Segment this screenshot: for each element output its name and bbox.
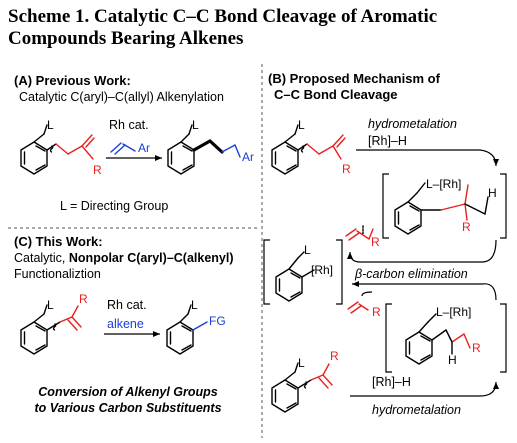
scheme-title: Scheme 1. Catalytic C–C Bond Cleavage of… <box>8 6 508 50</box>
panel-a-reagent-ar: Ar <box>138 141 150 155</box>
panel-a-reactant-l: L <box>47 118 54 132</box>
panel-b-intermediate-2: L–[Rh] H R <box>385 303 507 373</box>
panel-b-heading-2: C–C Bond Cleavage <box>274 87 398 102</box>
panel-a-reagent: Rh cat. <box>109 118 149 132</box>
panel-c-line-2-prefix: Catalytic, <box>14 251 69 265</box>
panel-b-hook-arrow <box>361 291 373 297</box>
panel-a-product: L Ar <box>167 118 254 175</box>
panel-b-top-label: hydrometalation <box>368 117 457 131</box>
panel-c-reactant-r: R <box>79 292 88 306</box>
panel-a-note: L = Directing Group <box>60 199 168 213</box>
panel-c-product: L FG <box>166 298 226 355</box>
panel-a-heading: (A) Previous Work: <box>14 73 131 88</box>
panel-b-heading-1: (B) Proposed Mechanism of <box>268 71 441 86</box>
panel-a-reactant-r: R <box>93 163 102 177</box>
panel-a-reactant: L R <box>20 118 102 177</box>
panel-b-int1-lrh: L–[Rh] <box>426 177 461 191</box>
panel-c-reagent-alkene: alkene <box>107 317 144 331</box>
panel-b-top-arrow <box>356 149 499 167</box>
panel-b-released-alkene-1: R <box>345 225 380 249</box>
panel-a-product-ar: Ar <box>242 150 254 164</box>
panel-b-int2-lrh: L–[Rh] <box>436 305 471 319</box>
panel-b-int2-r: R <box>472 341 481 355</box>
panel-b-released-r-2: R <box>372 305 381 319</box>
panel-c-footer-1: Conversion of Alkenyl Groups <box>38 385 217 399</box>
panel-c-reactant: L R <box>20 292 88 355</box>
panel-b-complex-rh: [Rh] <box>311 263 333 277</box>
panel-b-int2-h: H <box>448 353 457 367</box>
panel-c-line-2-bold: Nonpolar C(aryl)–C(alkenyl) <box>69 251 234 265</box>
panel-c-product-fg: FG <box>209 314 226 328</box>
panel-a-product-l: L <box>192 118 199 132</box>
panel-b-beta-elim-arrow <box>352 281 497 301</box>
panel-b-bottom-label: hydrometalation <box>372 403 461 417</box>
scheme-title-line-1: Scheme 1. Catalytic C–C Bond Cleavage of… <box>8 6 438 27</box>
panel-b-start-compound: L R <box>271 118 351 176</box>
panel-b-top-reagent: [Rh]–H <box>368 134 407 148</box>
panel-b-int1-h: H <box>488 186 497 200</box>
panel-c-heading: (C) This Work: <box>14 234 103 249</box>
panel-b-bottom-l: L <box>298 356 305 370</box>
panel-a-subtitle: Catalytic C(aryl)–C(allyl) Alkenylation <box>19 90 224 104</box>
panel-b-start-r: R <box>342 162 351 176</box>
scheme-title-line-2: Compounds Bearing Alkenes <box>8 28 244 49</box>
panel-b-intermediate-1: L–[Rh] H R <box>382 173 507 239</box>
panel-b-mid-label: β-carbon elimination <box>354 267 468 281</box>
panel-b-rh-complex: L [Rh] <box>263 239 343 305</box>
panel-b-bottom-reagent: [Rh]–H <box>372 375 411 389</box>
panel-b-return-arrow-1 <box>347 239 497 263</box>
panel-c: (C) This Work: Catalytic, Nonpolar C(ary… <box>14 234 234 415</box>
panel-c-reactant-l: L <box>47 298 54 312</box>
panel-b-bottom-compound: L R <box>271 349 339 413</box>
panel-c-line-2: Catalytic, Nonpolar C(aryl)–C(alkenyl) <box>14 251 234 265</box>
panel-b-released-r-1: R <box>371 235 380 249</box>
panel-c-line-3: Functionaliztion <box>14 267 101 281</box>
panel-b-start-l: L <box>298 118 305 132</box>
panel-b-bottom-arrow <box>350 381 499 397</box>
panel-b-int1-r: R <box>462 220 471 234</box>
panel-b-bottom-r: R <box>330 349 339 363</box>
panel-c-footer-2: to Various Carbon Substituents <box>34 401 221 415</box>
panel-b-released-alkene-2: R <box>347 301 381 319</box>
panel-b-complex-l: L <box>304 243 311 257</box>
panel-c-product-l: L <box>191 298 198 312</box>
panel-a: (A) Previous Work: Catalytic C(aryl)–C(a… <box>14 73 254 213</box>
panel-c-reagent: Rh cat. <box>107 298 147 312</box>
panel-b: (B) Proposed Mechanism of C–C Bond Cleav… <box>263 71 507 417</box>
